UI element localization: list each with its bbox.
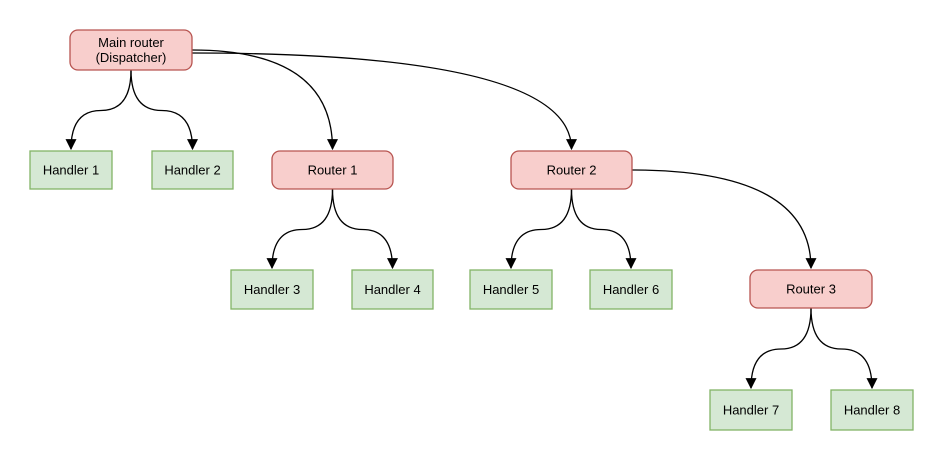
node-handler-1: Handler 1 [29, 150, 113, 190]
nodes-layer: Main router(Dispatcher) Handler 1 Handler … [29, 29, 914, 431]
node-handler-2: Handler 2 [151, 150, 234, 190]
node-handler-5-box [469, 269, 553, 310]
node-router-1-box [271, 150, 394, 190]
node-handler-6-label: Handler 6 [603, 282, 659, 297]
node-router-2: Router 2 [510, 150, 633, 190]
edge-router-2-to-router-3 [631, 169, 817, 270]
edge-router-1-to-handler-4 [331, 188, 398, 270]
node-handler-7-label: Handler 7 [723, 403, 779, 418]
node-router-1-label: Router 1 [308, 163, 358, 178]
node-handler-4-label: Handler 4 [364, 282, 420, 297]
node-main-router-label: Main router(Dispatcher) [96, 35, 167, 65]
node-handler-3-label: Handler 3 [244, 282, 300, 297]
node-handler-2-box [151, 150, 234, 190]
edge-main-router-to-router-1 [191, 49, 338, 151]
edge-main-router-to-handler-2 [130, 69, 198, 151]
edge-main-router-to-handler-1 [65, 69, 132, 151]
edge-router-3-to-handler-7 [745, 307, 812, 390]
node-handler-1-label: Handler 1 [43, 163, 99, 178]
node-router-3-label: Router 3 [786, 282, 836, 297]
node-router-2-label: Router 2 [547, 163, 597, 178]
node-handler-3-box [230, 269, 314, 310]
node-handler-3: Handler 3 [230, 269, 314, 310]
node-handler-1-box [29, 150, 113, 190]
edge-router-3-to-handler-8 [810, 307, 878, 390]
node-handler-2-label: Handler 2 [164, 163, 220, 178]
node-handler-7-box [709, 389, 793, 431]
edges-layer [65, 49, 878, 390]
node-router-1: Router 1 [271, 150, 394, 190]
node-handler-5-label: Handler 5 [483, 282, 539, 297]
node-handler-7: Handler 7 [709, 389, 793, 431]
node-main-router: Main router(Dispatcher) [69, 29, 193, 71]
edge-router-2-to-handler-5 [505, 188, 573, 270]
node-router-3: Router 3 [749, 269, 873, 309]
node-handler-4-box [351, 269, 434, 310]
node-handler-5: Handler 5 [469, 269, 553, 310]
node-router-2-box [510, 150, 633, 190]
node-handler-8: Handler 8 [830, 389, 914, 431]
edge-router-2-to-handler-6 [570, 188, 637, 270]
edge-router-1-to-handler-3 [266, 188, 334, 270]
node-handler-4: Handler 4 [351, 269, 434, 310]
node-handler-8-box [830, 389, 914, 431]
node-handler-6: Handler 6 [589, 269, 673, 310]
node-router-3-box [749, 269, 873, 309]
node-handler-8-label: Handler 8 [844, 403, 900, 418]
edge-main-router-to-router-2 [191, 52, 577, 151]
node-main-router-box [69, 29, 193, 71]
node-handler-6-box [589, 269, 673, 310]
